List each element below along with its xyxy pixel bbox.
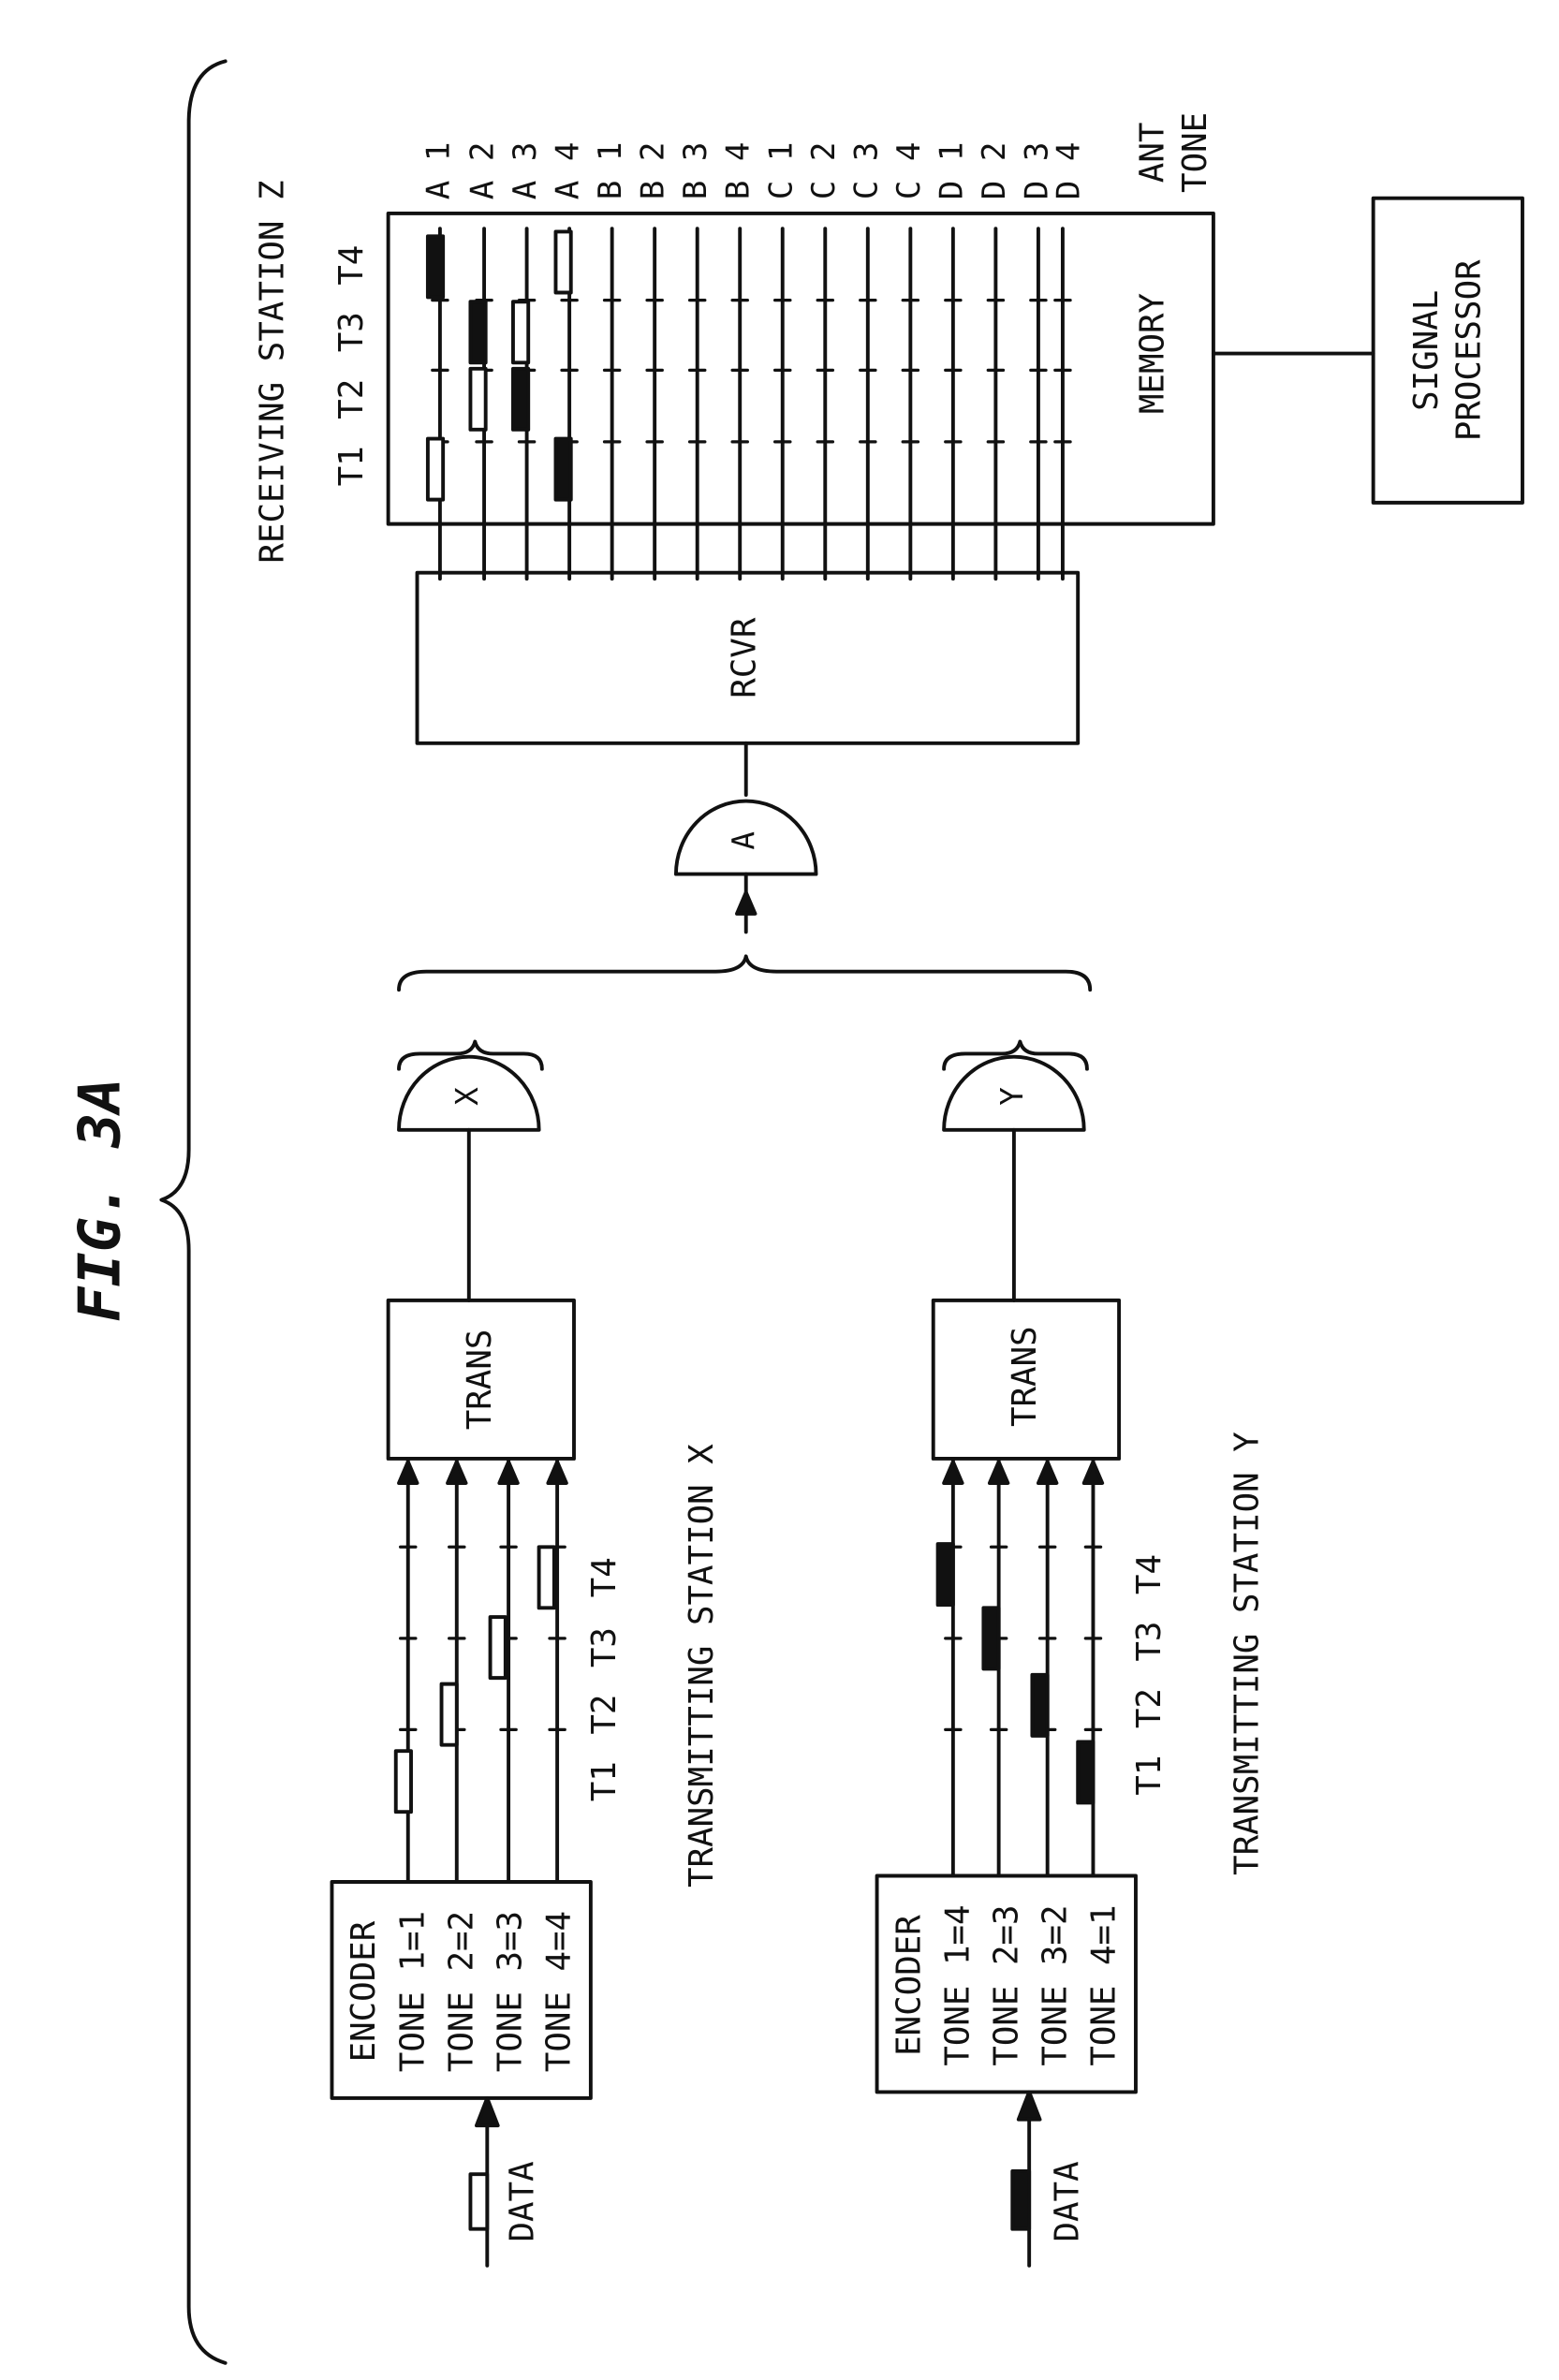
- receiving-station-title: RECEIVING STATION Z: [254, 180, 292, 563]
- y-antenna-label: Y: [994, 1087, 1030, 1106]
- receive-brace: [397, 954, 1093, 992]
- x-encoder-row-3: TONE 3=3: [491, 1911, 529, 2072]
- x-station-title: TRANSMITTING STATION X: [683, 1444, 721, 1888]
- antenna-a-label: A: [727, 831, 762, 850]
- x-encoder-box: [330, 1880, 593, 2100]
- channel-label: C 1: [762, 142, 800, 200]
- channel-label: A 3: [507, 142, 544, 200]
- x-trans-box: [386, 1298, 576, 1461]
- receiving-time-t4: T4: [332, 245, 371, 286]
- memory-label: MEMORY: [1133, 293, 1171, 414]
- x-antenna-label: X: [449, 1087, 485, 1106]
- y-pulses: [935, 1542, 1096, 1805]
- arrow-to-receiver: [735, 890, 757, 916]
- channel-label: D 3: [1018, 142, 1055, 200]
- channel-label: C 2: [805, 142, 843, 200]
- receiving-time-t3: T3: [332, 312, 371, 352]
- x-trans-label: TRANS: [461, 1330, 499, 1431]
- x-encoder-title: ENCODER: [345, 1920, 383, 2062]
- y-encoder-row-4: TONE 4=1: [1084, 1904, 1123, 2065]
- channel-ticks: [431, 298, 1072, 444]
- x-time-t3: T3: [585, 1627, 624, 1667]
- outer-brace: [159, 59, 228, 2365]
- channel-label: A 2: [464, 142, 502, 200]
- channel-label: C 4: [890, 142, 928, 200]
- figure-label: FIG. 3A: [66, 1078, 134, 1321]
- x-time-t1: T1: [585, 1761, 624, 1801]
- y-encoder-row-2: TONE 2=3: [987, 1904, 1025, 2065]
- signal-processor-box: [1371, 196, 1524, 505]
- y-time-t3: T3: [1130, 1622, 1169, 1662]
- channel-lines: [437, 227, 1065, 581]
- x-time-t4: T4: [585, 1557, 624, 1597]
- y-arrows: [942, 1460, 1105, 1485]
- y-trans-label: TRANS: [1006, 1326, 1044, 1427]
- channel-label: D 4: [1051, 142, 1088, 200]
- channel-label: B 3: [677, 142, 714, 200]
- channel-label: D 2: [976, 142, 1013, 200]
- y-data-pulse: [1010, 2168, 1032, 2231]
- y-encoder-box: [875, 1873, 1138, 2094]
- y-encoder-title: ENCODER: [890, 1915, 928, 2056]
- channel-label: D 1: [933, 142, 970, 200]
- x-pulses: [393, 1545, 556, 1814]
- x-data-label: DATA: [503, 2161, 541, 2241]
- antenna-x: [397, 1054, 541, 1132]
- x-data-arrow: [474, 2095, 500, 2128]
- antenna-y: [942, 1054, 1086, 1132]
- x-tone-lines: [405, 1457, 560, 1884]
- x-time-t2: T2: [585, 1695, 624, 1735]
- y-radiation-brace: [942, 1039, 1089, 1071]
- y-time-t4: T4: [1130, 1554, 1169, 1594]
- y-data-arrow: [1016, 2090, 1042, 2122]
- y-encoder-row-1: TONE 1=4: [938, 1904, 977, 2065]
- x-encoder-row-2: TONE 2=2: [442, 1911, 480, 2072]
- channel-label: B 1: [592, 142, 629, 200]
- x-radiation-brace: [397, 1039, 544, 1071]
- antenna-a: [673, 799, 818, 876]
- receiving-time-t2: T2: [332, 379, 371, 419]
- signal-processor-label-2: PROCESSOR: [1450, 259, 1489, 441]
- channel-label: A 4: [550, 142, 587, 200]
- channel-labels: A 1 A 2 A 3 A 4 B 1 B 2 B 3 B 4 C 1 C 2 …: [419, 142, 1087, 200]
- receiver-label: RCVR: [726, 617, 764, 698]
- channel-label: A 1: [419, 142, 457, 200]
- y-time-t1: T1: [1130, 1756, 1169, 1796]
- received-pulses: [425, 229, 573, 502]
- tone-label: TONE: [1176, 112, 1214, 193]
- y-ticks: [944, 1545, 1103, 1732]
- y-encoder-row-3: TONE 3=2: [1036, 1904, 1074, 2065]
- x-encoder-row-1: TONE 1=1: [393, 1911, 432, 2072]
- y-tone-lines: [950, 1457, 1096, 1878]
- x-data-pulse: [468, 2172, 490, 2231]
- receiving-time-t1: T1: [332, 446, 371, 486]
- x-encoder-row-4: TONE 4=4: [539, 1911, 578, 2072]
- y-trans-box: [931, 1298, 1122, 1461]
- memory-box: [386, 211, 1215, 526]
- ant-label: ANT: [1133, 123, 1171, 184]
- channel-label: B 4: [720, 142, 757, 200]
- x-arrows: [397, 1460, 568, 1485]
- channel-label: C 3: [847, 142, 885, 200]
- y-station-title: TRANSMITTING STATION Y: [1228, 1432, 1266, 1875]
- signal-processor-label-1: SIGNAL: [1407, 290, 1446, 411]
- channel-label: B 2: [635, 142, 672, 200]
- y-time-t2: T2: [1130, 1688, 1169, 1728]
- y-data-label: DATA: [1048, 2161, 1086, 2241]
